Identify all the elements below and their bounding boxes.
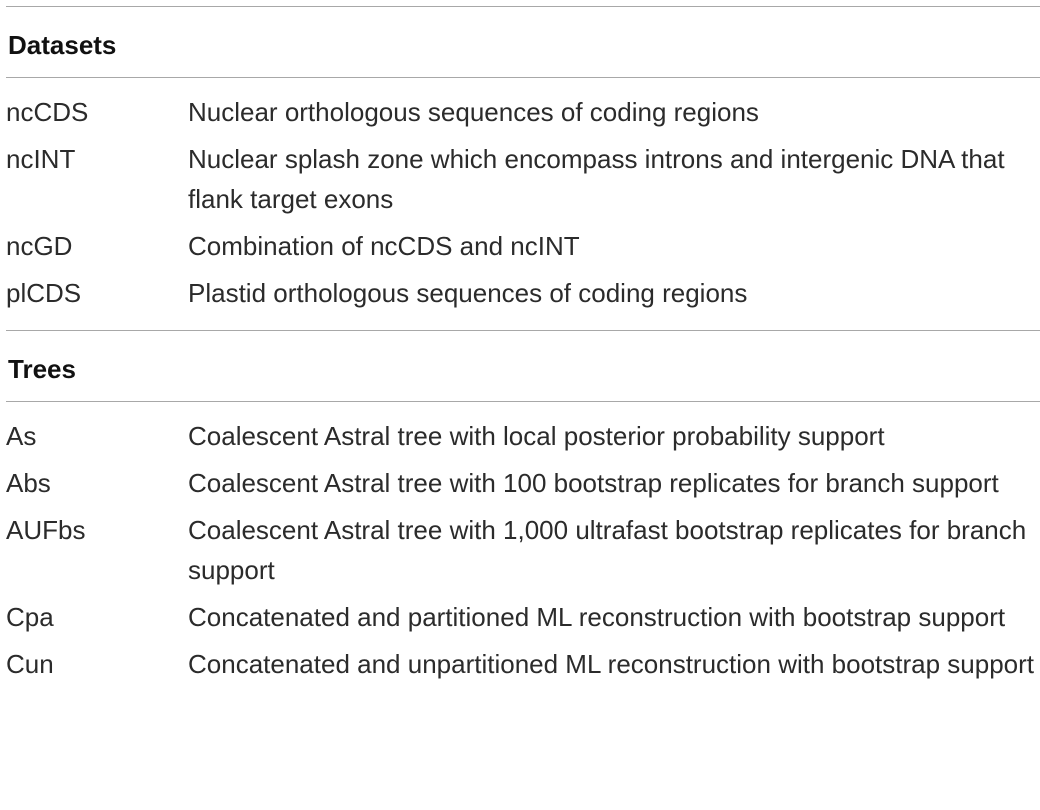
section-heading-datasets: Datasets xyxy=(8,30,117,60)
row-abbreviation: Cpa xyxy=(6,602,54,632)
section-divider xyxy=(6,401,1040,402)
table-row: ncCDS Nuclear orthologous sequences of c… xyxy=(6,92,1040,132)
row-abbreviation: AUFbs xyxy=(6,515,86,545)
row-description: Coalescent Astral tree with local poster… xyxy=(188,421,885,451)
row-description: Concatenated and partitioned ML reconstr… xyxy=(188,602,1006,632)
table-row: Cpa Concatenated and partitioned ML reco… xyxy=(6,597,1040,637)
row-description: Combination of ncCDS and ncINT xyxy=(188,231,580,261)
row-abbreviation: ncINT xyxy=(6,144,76,174)
table-row: plCDS Plastid orthologous sequences of c… xyxy=(6,273,1040,313)
trees-rows: As Coalescent Astral tree with local pos… xyxy=(6,402,1040,684)
row-abbreviation: ncCDS xyxy=(6,97,89,127)
row-description: Nuclear splash zone which encompass intr… xyxy=(188,144,1005,214)
table-row: Abs Coalescent Astral tree with 100 boot… xyxy=(6,463,1040,503)
row-description: Coalescent Astral tree with 1,000 ultraf… xyxy=(188,515,1027,585)
table-top-rule xyxy=(6,6,1040,7)
table-row: ncINT Nuclear splash zone which encompas… xyxy=(6,139,1040,219)
row-abbreviation: As xyxy=(6,421,37,451)
row-abbreviation: Cun xyxy=(6,649,54,679)
row-abbreviation: ncGD xyxy=(6,231,73,261)
row-description: Nuclear orthologous sequences of coding … xyxy=(188,97,759,127)
row-description: Coalescent Astral tree with 100 bootstra… xyxy=(188,468,999,498)
section-divider xyxy=(6,77,1040,78)
table-row: ncGD Combination of ncCDS and ncINT xyxy=(6,226,1040,266)
table-row: As Coalescent Astral tree with local pos… xyxy=(6,416,1040,456)
table-row: Cun Concatenated and unpartitioned ML re… xyxy=(6,644,1040,684)
section-heading-trees: Trees xyxy=(8,354,76,384)
table-row: AUFbs Coalescent Astral tree with 1,000 … xyxy=(6,510,1040,590)
abbreviations-table: Datasets ncCDS Nuclear orthologous seque… xyxy=(6,6,1040,684)
row-abbreviation: Abs xyxy=(6,468,51,498)
row-description: Concatenated and unpartitioned ML recons… xyxy=(188,649,1035,679)
row-abbreviation: plCDS xyxy=(6,278,82,308)
section-divider xyxy=(6,330,1040,331)
datasets-rows: ncCDS Nuclear orthologous sequences of c… xyxy=(6,78,1040,330)
row-description: Plastid orthologous sequences of coding … xyxy=(188,278,748,308)
